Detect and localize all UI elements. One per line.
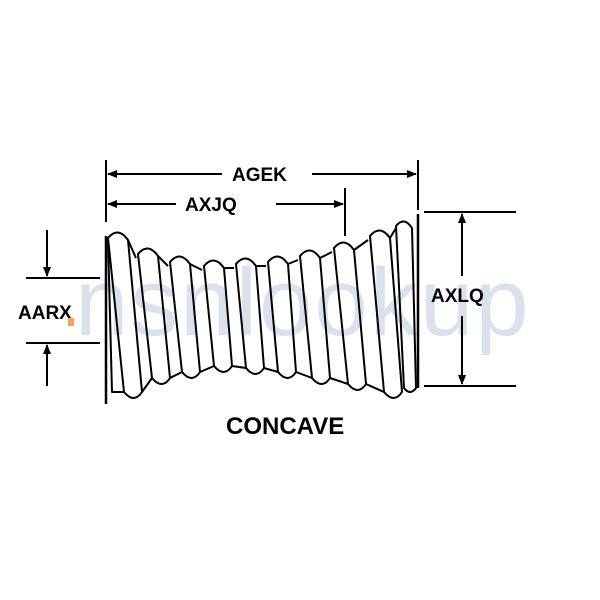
coil-back-strands	[107, 227, 397, 393]
end-diameter-dimension	[424, 211, 516, 387]
center-diameter-label: AARX	[18, 303, 72, 324]
overall-length-dimension	[105, 160, 419, 222]
center-diameter-dimension	[26, 230, 100, 386]
concave-spring	[104, 214, 420, 404]
spring-type-caption: CONCAVE	[226, 413, 344, 440]
accent-dot	[68, 318, 74, 326]
end-diameter-label: AXLQ	[431, 286, 484, 307]
inner-length-dimension	[107, 188, 346, 236]
inner-length-label: AXJQ	[185, 195, 237, 216]
overall-length-label: AGEK	[232, 165, 287, 186]
